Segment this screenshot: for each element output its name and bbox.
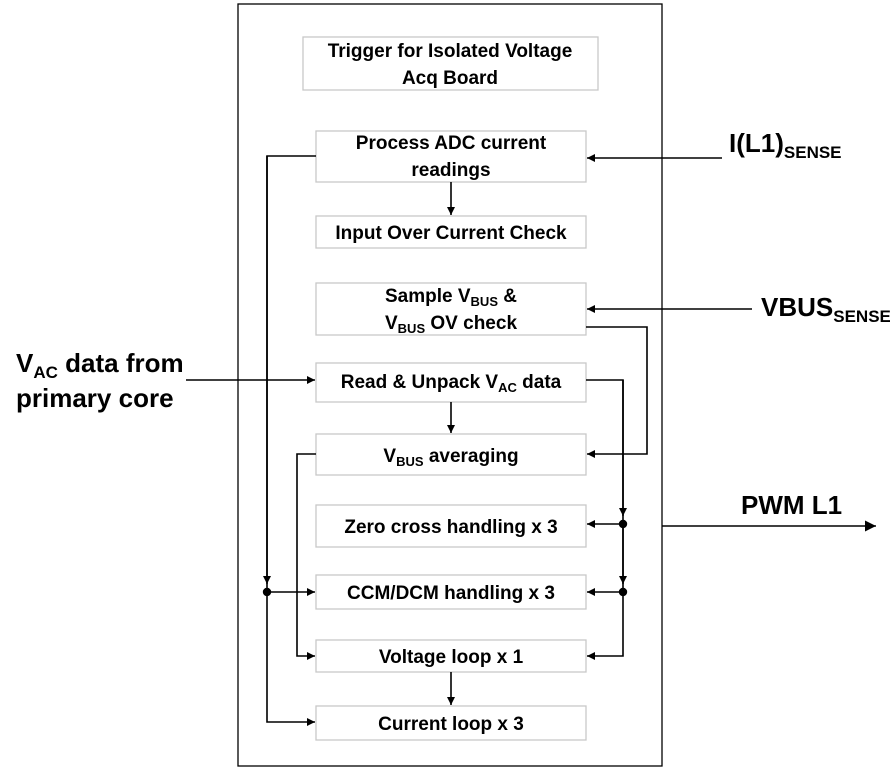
wire-sample-to-vbusavg xyxy=(586,326,648,458)
block-over-current-label: Input Over Current Check xyxy=(335,223,567,244)
block-zero-cross: Zero cross handling x 3 xyxy=(315,504,587,548)
block-ccm-dcm: CCM/DCM handling x 3 xyxy=(315,574,587,610)
block-voltage-loop: Voltage loop x 1 xyxy=(315,639,587,673)
block-over-current: Input Over Current Check xyxy=(315,215,587,249)
block-process-adc-line1: Process ADC current xyxy=(356,133,547,154)
block-current-loop-label: Current loop x 3 xyxy=(378,714,524,735)
block-voltage-loop-label: Voltage loop x 1 xyxy=(379,647,524,668)
junction-right-zc xyxy=(618,519,628,529)
wire-vac-to-voltageloop xyxy=(586,379,624,660)
block-process-adc: Process ADC current readings xyxy=(315,130,587,183)
block-read-vac-label: Read & Unpack VAC data xyxy=(341,372,562,395)
block-zero-cross-label: Zero cross handling x 3 xyxy=(344,517,557,538)
label-isense: I(L1)SENSE xyxy=(729,128,842,162)
block-current-loop: Current loop x 3 xyxy=(315,705,587,741)
label-pwm-out: PWM L1 xyxy=(741,490,842,520)
block-sample-vbus-line2: VBUS OV check xyxy=(385,313,517,336)
block-trigger-line2: Acq Board xyxy=(402,68,498,89)
block-vbus-averaging-label: VBUS averaging xyxy=(383,446,518,469)
wire-vbusavg-to-voltageloop xyxy=(296,453,316,660)
label-vbus-sense: VBUSSENSE xyxy=(761,292,890,326)
block-sample-vbus: Sample VBUS & VBUS OV check xyxy=(315,282,587,336)
block-ccm-dcm-label: CCM/DCM handling x 3 xyxy=(347,583,555,604)
block-trigger-line1: Trigger for Isolated Voltage xyxy=(328,41,573,62)
block-vbus-averaging: VBUS averaging xyxy=(315,433,587,476)
block-trigger: Trigger for Isolated Voltage Acq Board xyxy=(302,36,599,91)
junction-right-ccm xyxy=(618,587,628,597)
block-process-adc-line2: readings xyxy=(411,160,490,181)
label-vac-input-line2: primary core xyxy=(16,383,174,413)
junction-left-ccm xyxy=(262,587,272,597)
block-sample-vbus-line1: Sample VBUS & xyxy=(385,286,517,309)
block-read-vac: Read & Unpack VAC data xyxy=(315,362,587,403)
label-vac-input-line1: VAC data from xyxy=(16,348,184,382)
